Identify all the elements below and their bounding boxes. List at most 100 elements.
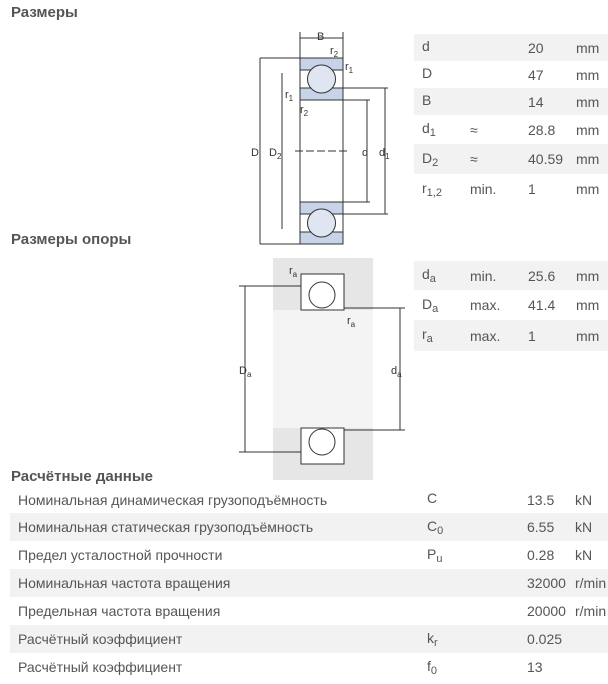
label-r1-inner: r1 (285, 89, 294, 103)
symbol-subscript: 1 (429, 127, 436, 139)
abutment-table: da min. 25.6 mm Da max. 41.4 mm ra max. … (414, 261, 608, 351)
unit: mm (576, 93, 600, 110)
symbol-subscript: 2 (432, 156, 439, 169)
property-label: Предел усталостной прочности (18, 547, 223, 563)
table-row: D2 ≈ 40.59 mm (414, 144, 608, 174)
table-row: r1,2 min. 1 mm (414, 174, 608, 204)
unit: r/min (575, 603, 607, 619)
symbol-subscript: 1,2 (426, 186, 442, 199)
value: 13 (527, 659, 543, 675)
table-row: d1 ≈ 28.8 mm (414, 115, 608, 144)
value: 1 (528, 181, 536, 197)
symbol-subscript: u (436, 552, 443, 565)
abutment-diagram: ra ra Da da (239, 258, 405, 480)
value: 28.8 (528, 121, 556, 138)
symbol-subscript: a (429, 273, 436, 285)
property-label: Номинальная динамическая грузоподъёмност… (18, 491, 328, 508)
symbol: f (427, 657, 431, 674)
value: 20 (528, 39, 544, 56)
property-label: Номинальная статическая грузоподъёмность (18, 519, 314, 535)
unit: mm (576, 66, 600, 83)
value: 0.025 (527, 631, 563, 647)
symbol-subscript: a (426, 333, 433, 345)
symbol: C (427, 490, 438, 506)
label-r1: r1 (345, 61, 354, 75)
unit: mm (576, 267, 600, 284)
label-Da: Da (239, 365, 252, 379)
label-ra: ra (289, 265, 298, 279)
value: 0.28 (527, 547, 555, 563)
property-label: Расчётный коэффициент (18, 631, 183, 647)
table-row: Предел усталостной прочности Pu 0.28 kN (10, 541, 608, 569)
table-row: Расчётный коэффициент kr 0.025 (10, 625, 608, 653)
table-row: Предельная частота вращения 20000 r/min (10, 597, 608, 625)
symbol: d (422, 266, 430, 282)
symbol-subscript: 0 (437, 524, 444, 537)
label-r2: r2 (330, 45, 339, 59)
unit: kN (575, 519, 593, 535)
property-label: Номинальная частота вращения (18, 575, 231, 591)
value: 47 (528, 66, 544, 83)
value: 1 (528, 327, 536, 344)
qualifier: max. (470, 327, 501, 344)
qualifier (462, 88, 520, 115)
unit (567, 653, 608, 681)
table-row: ra max. 1 mm (414, 320, 608, 351)
unit: kN (575, 491, 593, 508)
bearing-dimensions-diagram: B r2 r1 r1 r2 D D2 d d1 (251, 31, 390, 245)
symbol: r (422, 326, 427, 342)
label-da: da (391, 365, 402, 379)
symbol: P (427, 545, 437, 562)
symbol: d (422, 120, 430, 136)
table-row: d 20 mm (414, 34, 608, 61)
unit: mm (576, 39, 600, 56)
section-title-calc: Расчётные данные (11, 468, 154, 485)
table-row: Расчётный коэффициент f0 13 (10, 653, 608, 681)
symbol: D (422, 295, 433, 312)
table-row: D 47 mm (414, 61, 608, 88)
table-row: Da max. 41.4 mm (414, 290, 608, 320)
unit: mm (576, 181, 600, 197)
unit: mm (576, 327, 600, 344)
table-row: Номинальная статическая грузоподъёмность… (10, 513, 608, 541)
value: 32000 (527, 575, 566, 591)
unit: mm (576, 297, 600, 313)
label-d: d (362, 147, 368, 159)
unit: kN (575, 547, 593, 563)
symbol: D (422, 149, 433, 166)
symbol: k (427, 629, 434, 646)
qualifier (462, 61, 520, 88)
symbol: d (422, 38, 430, 54)
table-row: Номинальная динамическая грузоподъёмност… (10, 486, 608, 513)
section-title-dimensions: Размеры (11, 4, 78, 21)
value: 20000 (527, 603, 566, 619)
table-row: B 14 mm (414, 88, 608, 115)
symbol: C (427, 517, 438, 534)
property-label: Расчётный коэффициент (18, 659, 183, 675)
qualifier: min. (470, 267, 497, 284)
symbol: B (422, 92, 432, 108)
label-d1: d1 (379, 147, 390, 161)
label-D: D (251, 147, 259, 159)
value: 6.55 (527, 519, 555, 535)
label-D2: D2 (269, 147, 282, 161)
value: 13.5 (527, 491, 555, 508)
label-r2-inner: r2 (300, 104, 309, 118)
table-row: da min. 25.6 mm (414, 261, 608, 290)
calc-table: Номинальная динамическая грузоподъёмност… (10, 486, 608, 681)
unit: mm (576, 121, 600, 138)
table-row: Номинальная частота вращения 32000 r/min (10, 569, 608, 597)
value: 25.6 (528, 267, 556, 284)
symbol: D (422, 65, 433, 81)
symbol-subscript: r (434, 636, 438, 649)
dimensions-table: d 20 mm D 47 mm B 14 mm d1 ≈ 28.8 mm D2 … (414, 34, 608, 204)
label-B: B (317, 31, 324, 43)
qualifier: min. (470, 181, 497, 197)
value: 40.59 (528, 151, 564, 167)
symbol-subscript: 0 (430, 664, 438, 677)
symbol-subscript: a (432, 302, 439, 315)
label-ra-inner: ra (347, 315, 356, 329)
qualifier: ≈ (470, 151, 478, 167)
value: 41.4 (528, 297, 556, 313)
qualifier (462, 34, 520, 61)
